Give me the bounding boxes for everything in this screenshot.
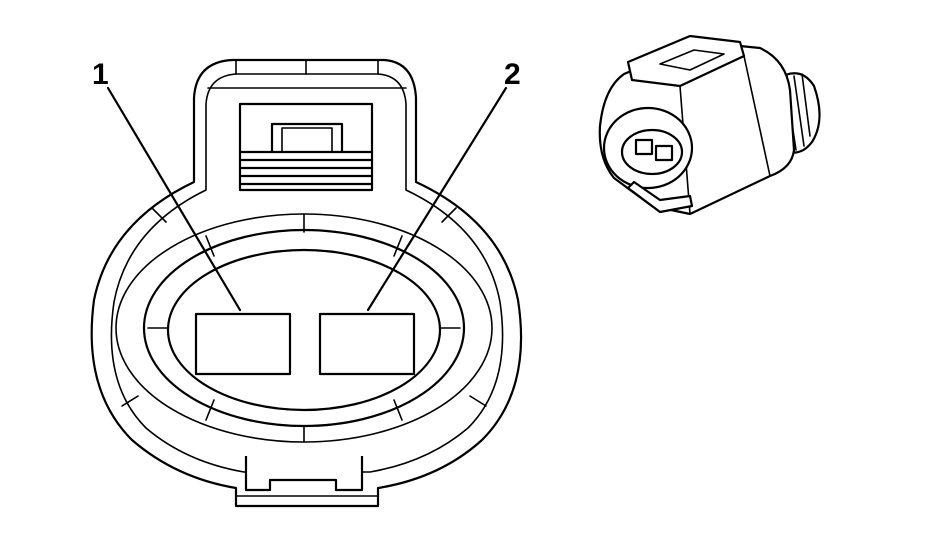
seal-rib [151,207,167,223]
boot-rib [793,75,805,147]
seal-rib [441,207,457,223]
seal-rib [469,395,487,407]
cavity-ring-outer [115,213,493,443]
seal-rib [393,399,403,421]
front-terminal-1 [634,138,654,156]
locking-latch-nub [270,122,344,152]
top-latch-slot [659,49,725,71]
body-edge [743,55,771,177]
housing-outer-outline [90,58,523,508]
callout-2-leader [366,86,508,312]
callout-1-label: 1 [92,58,109,91]
housing-inner-outline [110,73,504,473]
callout-1: 1 [92,58,242,312]
seal-rib [121,395,139,407]
callout-2-label: 2 [504,58,521,91]
bottom-key-tab [244,456,364,492]
connector-front-view [90,58,523,508]
terminal-2-cavity [318,312,416,376]
boot-rib [801,73,811,137]
seal-rib [205,235,215,257]
callout-2: 2 [366,58,521,312]
terminal-1-cavity [194,312,292,376]
terminal-cavity [166,248,442,412]
front-cavity [620,128,684,176]
connector-isometric-view [598,34,821,216]
callout-1-leader [106,86,242,312]
seal-rib [393,235,403,257]
front-terminal-2 [654,144,674,162]
bottom-key [626,180,694,214]
cavity-ring-middle [142,228,466,428]
seal-rib [205,399,215,421]
